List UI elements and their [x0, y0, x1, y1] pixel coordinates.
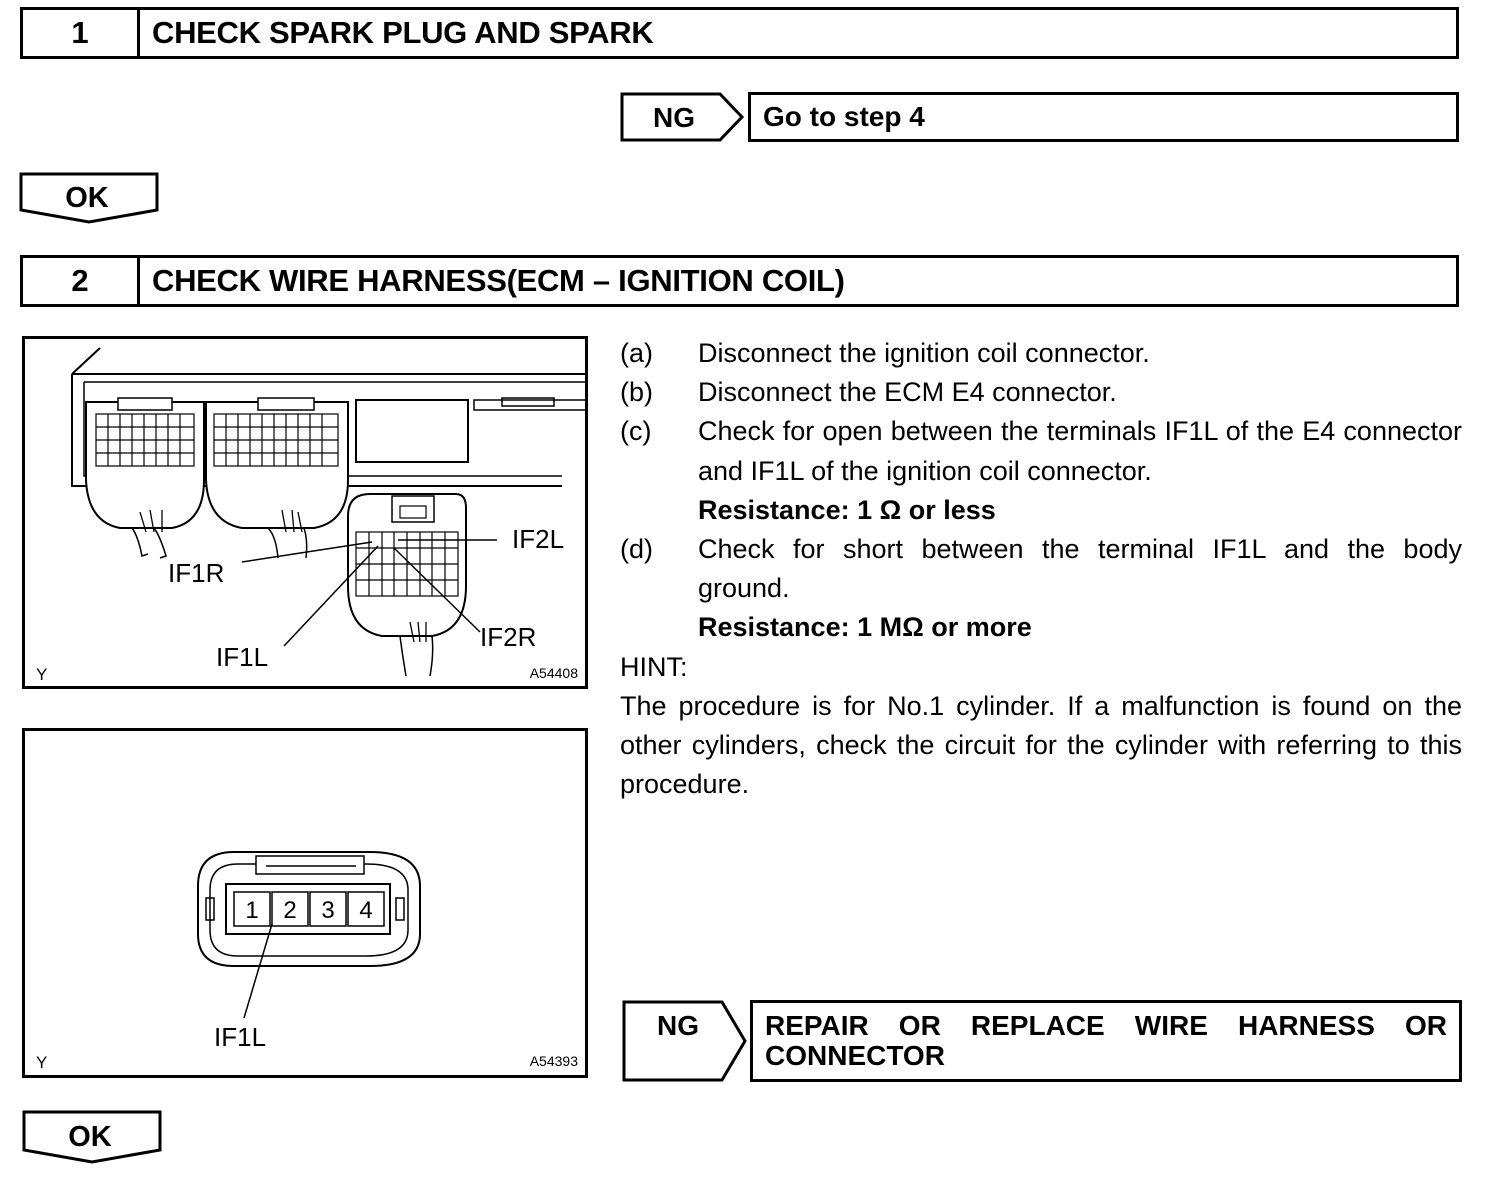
figure-2-corner-mark: Y	[36, 1053, 47, 1072]
step-2-number: 2	[23, 258, 140, 304]
ecm-connector-e4	[347, 493, 467, 677]
ecm-connector-middle	[205, 397, 349, 559]
instruction-d-label: (d)	[620, 534, 653, 565]
instruction-a-text: Disconnect the ignition coil connector.	[698, 338, 1150, 368]
instruction-c-text: Check for open between the terminals IF1…	[698, 416, 1462, 486]
figure-2-code: A54393	[530, 1053, 578, 1069]
step-2-instructions: (a) Disconnect the ignition coil connect…	[620, 334, 1462, 804]
step-1-number: 1	[23, 10, 140, 56]
instruction-a: (a) Disconnect the ignition coil connect…	[620, 334, 1462, 373]
step-1-ng-result: Go to step 4	[748, 92, 1459, 142]
pin-3: 3	[321, 897, 334, 924]
instruction-b-label: (b)	[620, 377, 653, 408]
ecm-connector-figure: IF1R IF2L IF1L IF2R Y A54408	[22, 336, 588, 689]
step-2-ok-arrow: OK	[22, 1110, 162, 1164]
pin-cells	[233, 891, 385, 927]
step-1-ng-arrow: NG	[620, 92, 745, 142]
instruction-c: (c) Check for open between the terminals…	[620, 412, 1462, 490]
ecm-connector-left	[85, 397, 205, 559]
instruction-a-label: (a)	[620, 338, 653, 368]
label-if1l: IF1L	[216, 642, 268, 672]
pin-4: 4	[359, 897, 372, 924]
hint-label: HINT:	[620, 651, 688, 682]
step-2-ng-result-text: REPAIR OR REPLACE WIRE HARNESS OR CONNEC…	[765, 1010, 1447, 1071]
figure-1-code: A54408	[530, 665, 578, 681]
instruction-b: (b) Disconnect the ECM E4 connector.	[620, 373, 1462, 412]
step-2-ng-arrow: NG	[622, 1000, 747, 1082]
step-2-ng-result: REPAIR OR REPLACE WIRE HARNESS OR CONNEC…	[750, 1000, 1462, 1082]
instruction-c-label: (c)	[620, 416, 652, 447]
label-if1l-coil: IF1L	[214, 1022, 266, 1052]
instruction-b-text: Disconnect the ECM E4 connector.	[698, 377, 1117, 408]
instruction-d: (d) Check for short between the terminal…	[620, 530, 1462, 608]
step-1-header: 1 CHECK SPARK PLUG AND SPARK	[20, 7, 1459, 59]
step-1-ok-arrow: OK	[19, 172, 159, 224]
step-1-ng-result-text: Go to step 4	[763, 101, 925, 132]
pin-2: 2	[283, 897, 296, 924]
step-1-ok-label: OK	[65, 182, 109, 214]
step-2-ok-label: OK	[68, 1121, 112, 1153]
step-2-header: 2 CHECK WIRE HARNESS(ECM – IGNITION COIL…	[20, 255, 1459, 307]
step-2-ng-label: NG	[657, 1010, 699, 1041]
pin-1: 1	[245, 897, 258, 924]
label-if2l: IF2L	[512, 524, 564, 554]
hint-text: The procedure is for No.1 cylinder. If a…	[620, 690, 1462, 800]
spec-c: Resistance: 1 Ω or less	[698, 494, 996, 525]
spec-d: Resistance: 1 MΩ or more	[698, 612, 1032, 643]
instruction-d-text: Check for short between the terminal IF1…	[698, 534, 1462, 604]
ignition-coil-connector-figure: 1 2 3 4 IF1L Y A54393	[22, 728, 588, 1078]
figure-1-corner-mark: Y	[36, 665, 47, 684]
step-2-title: CHECK WIRE HARNESS(ECM – IGNITION COIL)	[152, 263, 845, 298]
step-1-ng-label: NG	[653, 102, 695, 133]
label-if1r: IF1R	[168, 558, 224, 588]
label-if2r: IF2R	[480, 622, 536, 652]
step-1-title: CHECK SPARK PLUG AND SPARK	[152, 15, 654, 50]
